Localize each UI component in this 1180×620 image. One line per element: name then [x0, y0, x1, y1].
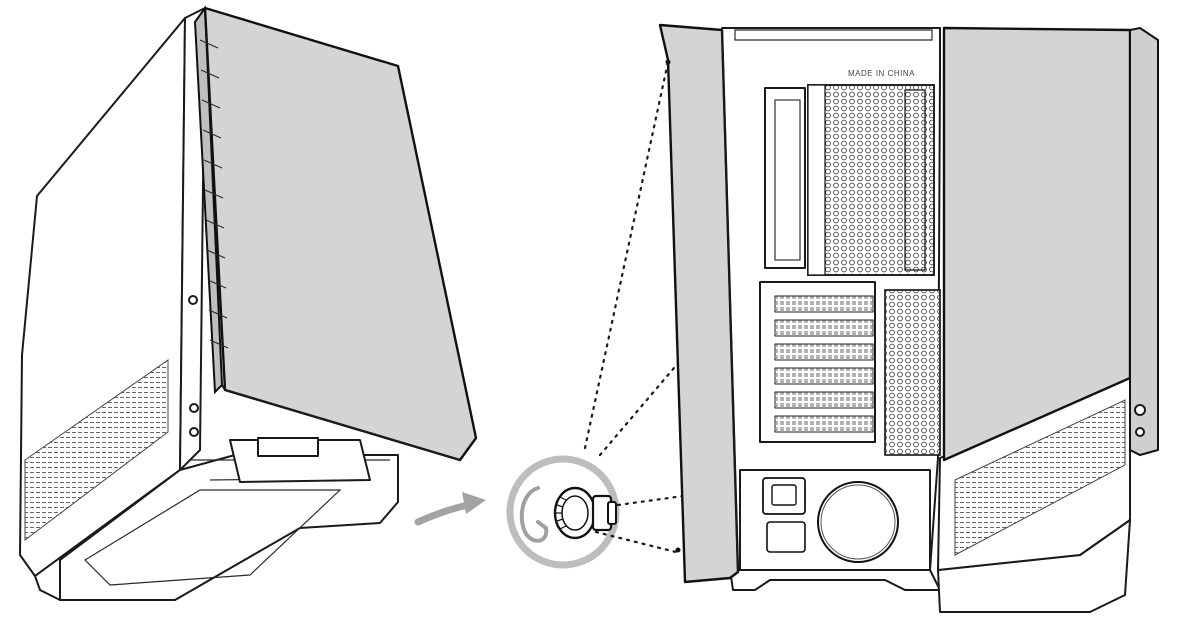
psu-fan-icon — [817, 481, 899, 563]
expansion-slots — [759, 281, 876, 443]
thumbscrew-icon — [553, 486, 617, 540]
made-in-china-label: MADE IN CHINA — [848, 69, 915, 78]
right-pc-case: MADE IN CHINA — [658, 23, 1159, 613]
direction-arrow — [414, 501, 472, 526]
tempered-glass-side-panel-right — [942, 26, 1159, 462]
thumbscrew-callout — [506, 455, 620, 569]
left-pc-case — [19, 5, 478, 601]
direction-arrowhead — [462, 492, 486, 514]
psu-section — [739, 469, 931, 571]
side-panel-removed — [658, 23, 740, 584]
tempered-glass-side-panel-left — [193, 5, 478, 462]
